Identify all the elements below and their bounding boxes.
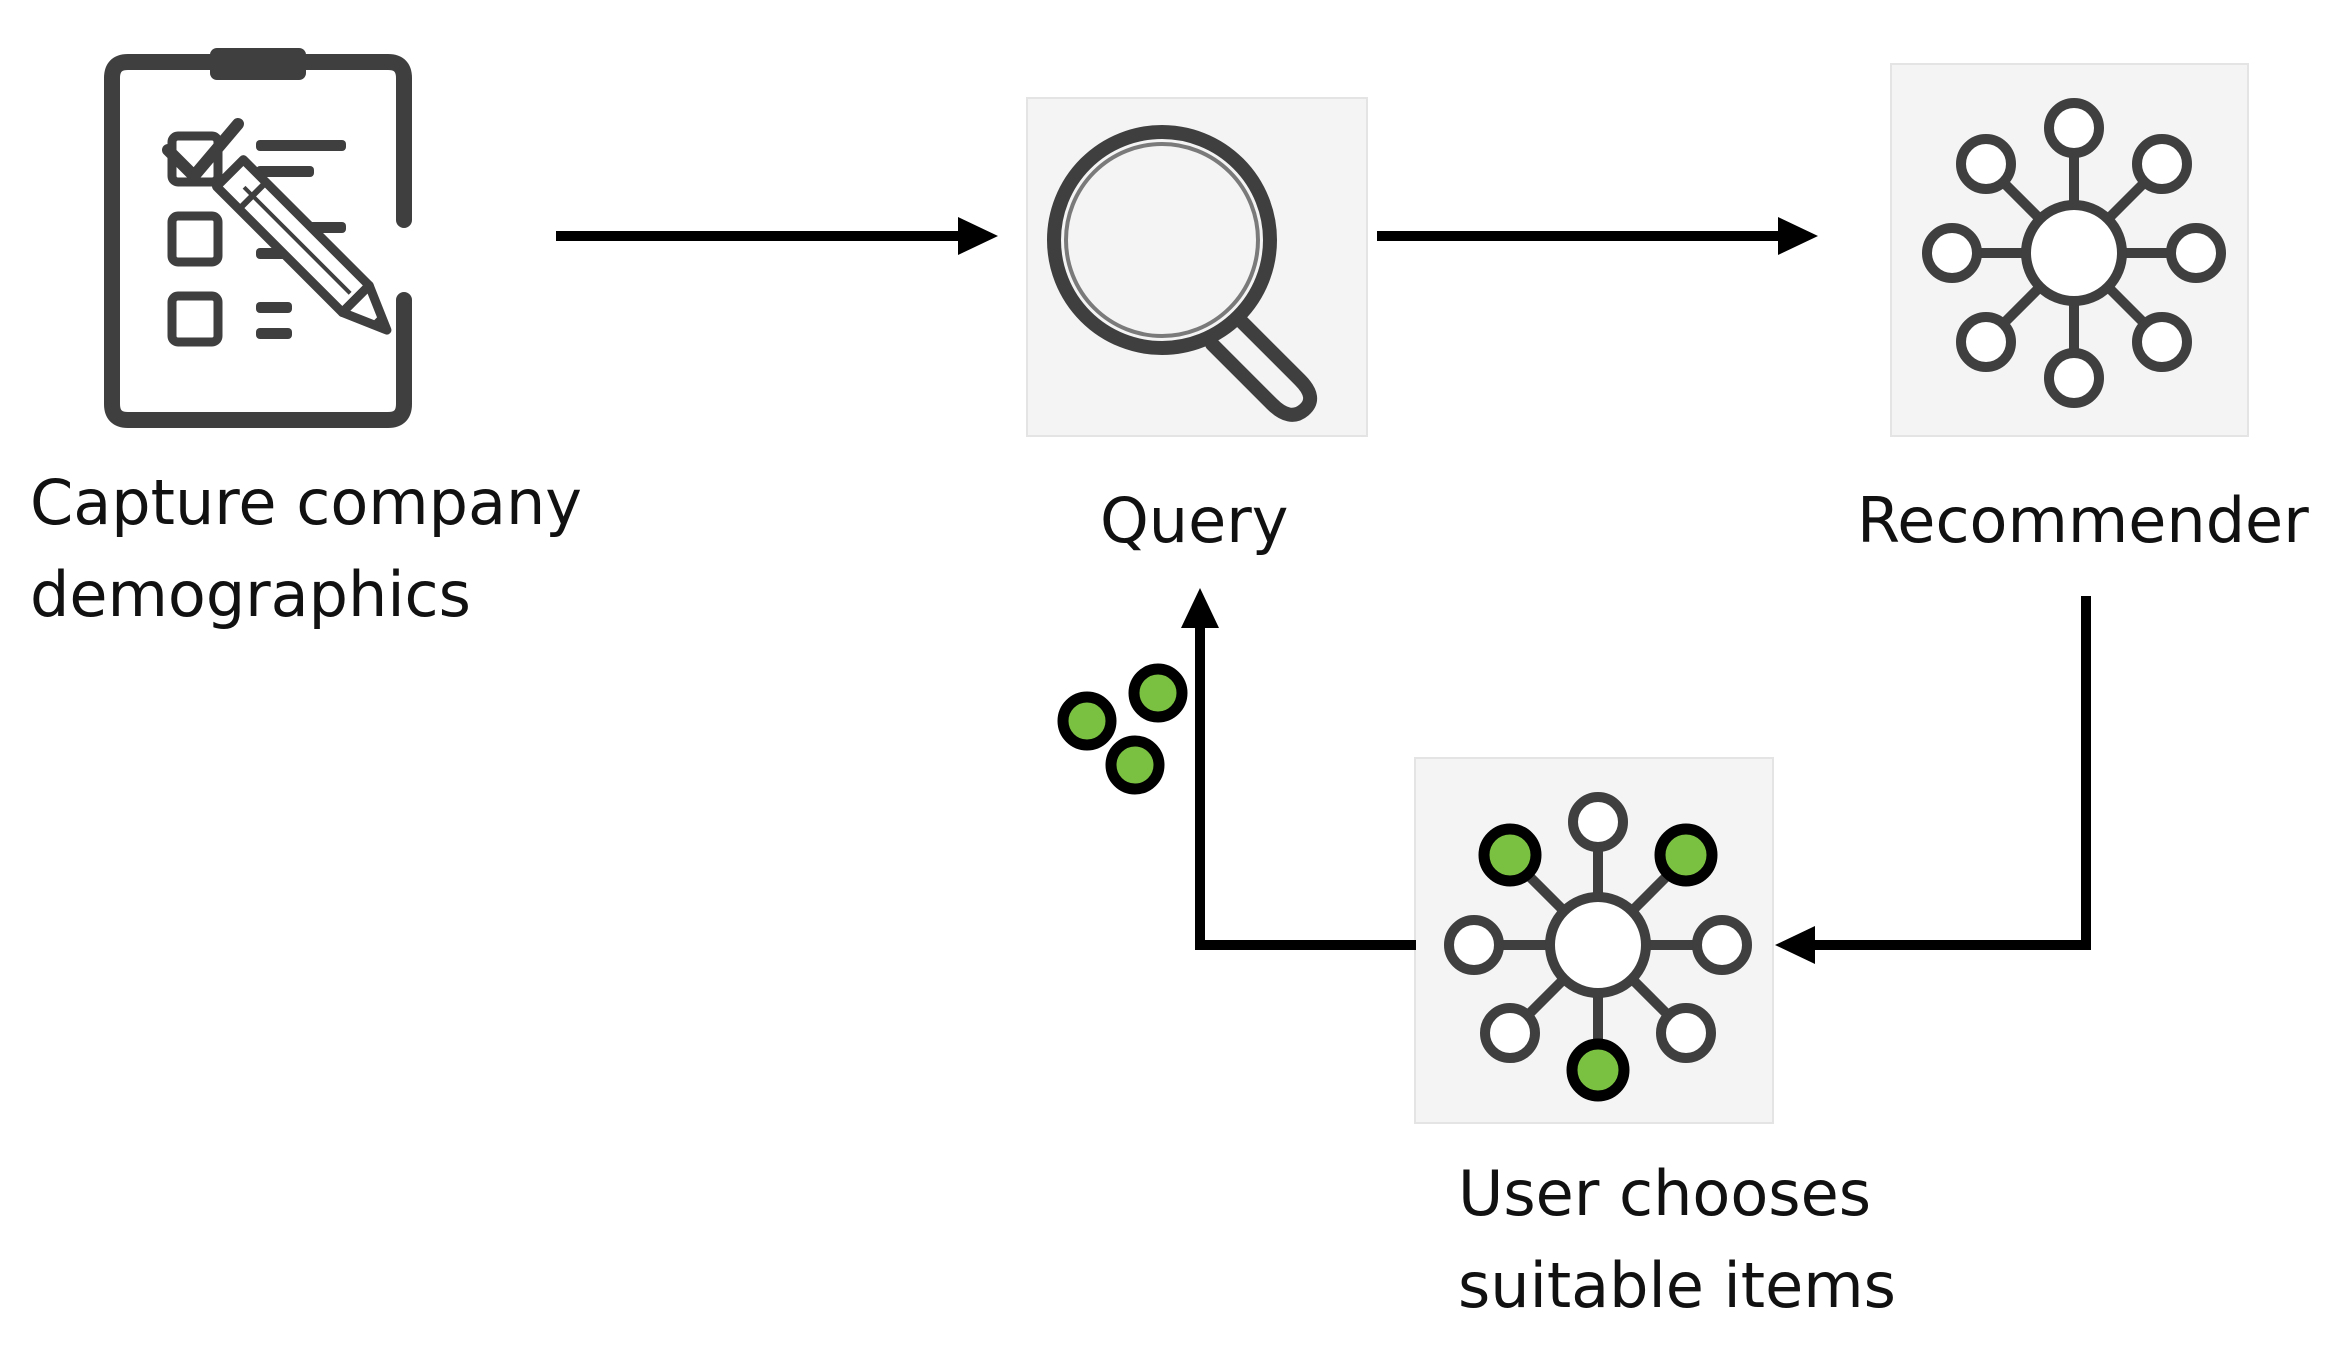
capture-label: Capture company demographics	[30, 457, 582, 641]
query-node	[1026, 97, 1368, 437]
query-label: Query	[1100, 475, 1288, 567]
arrow-query-to-recommender	[1377, 217, 1818, 255]
recommender-label: Recommender	[1857, 475, 2309, 567]
query-label-text: Query	[1100, 484, 1289, 557]
selected-node	[1478, 823, 1718, 1102]
clipboard-checklist-pencil-icon	[104, 48, 412, 428]
magnifying-glass-icon	[1047, 125, 1317, 422]
recommender-label-text: Recommender	[1857, 484, 2309, 557]
network-hub-selected-nodes-icon	[1444, 792, 1752, 1102]
user-chooses-node	[1414, 757, 1774, 1124]
capture-label-line-2: demographics	[30, 558, 471, 631]
arrow-recommender-to-user	[1775, 596, 2091, 964]
selected-items-dots-icon	[1057, 663, 1188, 795]
arrow-user-to-query	[1181, 588, 1416, 950]
recommender-node	[1890, 63, 2249, 437]
capture-label-line-1: Capture company	[30, 466, 582, 539]
user-chooses-label-line-1: User chooses	[1458, 1157, 1872, 1230]
arrow-capture-to-query	[556, 217, 998, 255]
user-chooses-label: User chooses suitable items	[1458, 1148, 1896, 1332]
user-chooses-label-line-2: suitable items	[1458, 1249, 1896, 1322]
network-hub-icon	[1922, 98, 2226, 408]
